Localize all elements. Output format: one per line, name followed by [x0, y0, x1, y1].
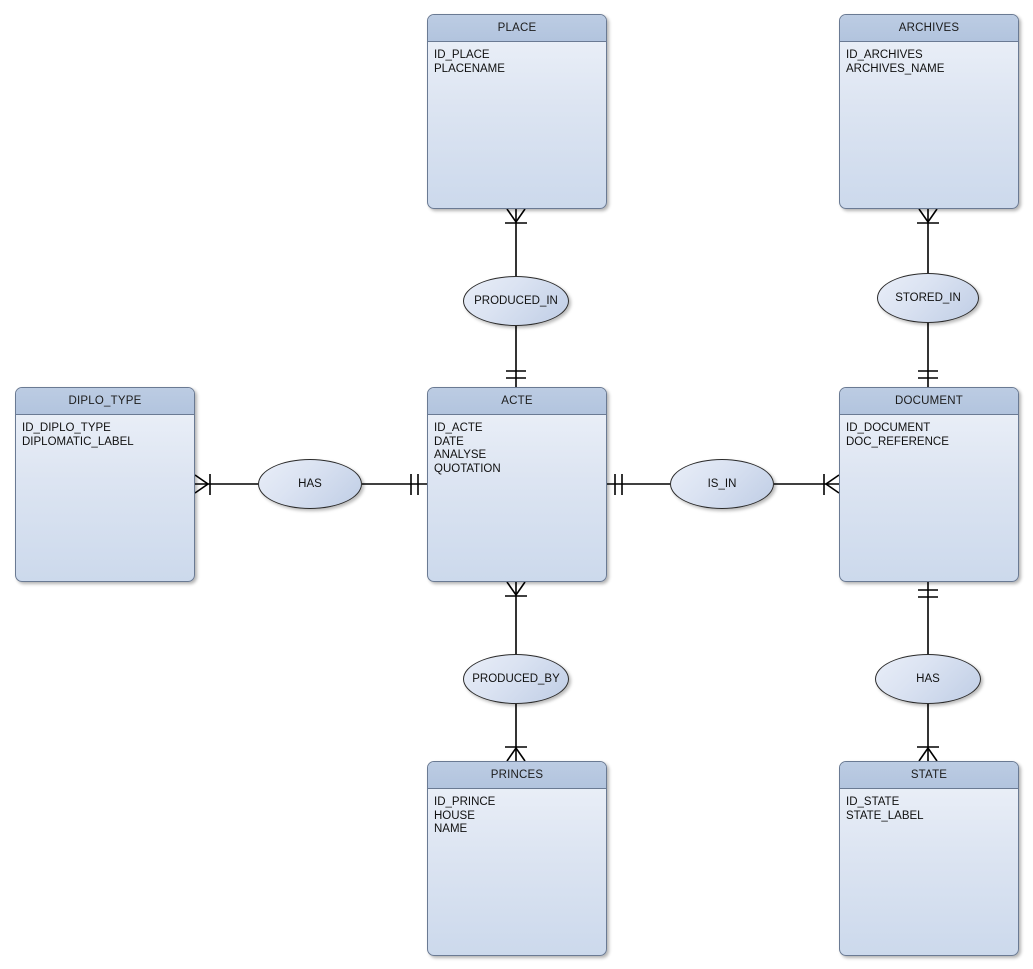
crowsfoot-princes [506, 746, 526, 762]
crowsfoot-archives [918, 208, 938, 224]
entity-attribute: ID_PRINCE [434, 796, 496, 808]
relationship-stored-in[interactable]: STORED_IN [877, 273, 979, 323]
connector-has-acte [362, 474, 427, 495]
connector-is-in-document [774, 474, 840, 495]
relationship-has-state[interactable]: HAS [875, 654, 981, 704]
connector-has-state [917, 704, 939, 762]
connector-place-produced-in [505, 208, 527, 276]
entity-attribute: ID_STATE [846, 796, 900, 808]
entity-title: ACTE [428, 388, 606, 415]
entity-attribute: ID_DOCUMENT [846, 422, 931, 434]
entity-attribute: ANALYSE [434, 449, 487, 462]
crowsfoot-acte-bottom [506, 581, 526, 597]
connector-produced-by-princes [505, 704, 527, 762]
connector-archives-stored-in [917, 208, 939, 273]
relationship-is-in[interactable]: IS_IN [670, 459, 774, 509]
connector-diplo-type-has [194, 474, 258, 495]
entity-attribute: DIPLOMATIC_LABEL [22, 435, 134, 448]
entity-attribute: STATE_LABEL [846, 809, 924, 822]
relationship-has-diplo-type[interactable]: HAS [258, 459, 362, 509]
entity-attribute: PLACENAME [434, 62, 505, 75]
entity-attribute: HOUSE [434, 809, 475, 822]
relationship-produced-by[interactable]: PRODUCED_BY [463, 654, 569, 704]
entity-attribute: ID_PLACE [434, 49, 490, 61]
crowsfoot-document-left [824, 474, 840, 494]
entity-attribute: ID_ACTE [434, 422, 483, 434]
entity-title: DIPLO_TYPE [16, 388, 194, 415]
entity-attribute: NAME [434, 823, 468, 836]
entity-title: PLACE [428, 15, 606, 42]
entity-title: DOCUMENT [840, 388, 1018, 415]
entity-title: STATE [840, 762, 1018, 789]
entity-title: PRINCES [428, 762, 606, 789]
connector-acte-produced-by [505, 581, 527, 654]
connector-acte-is-in [607, 474, 670, 495]
crowsfoot-place [506, 208, 526, 224]
entity-title: ARCHIVES [840, 15, 1018, 42]
crowsfoot-diplo-type [194, 474, 210, 494]
crowsfoot-state [918, 746, 938, 762]
entity-attribute: ID_DIPLO_TYPE [22, 422, 111, 434]
entity-attribute: ARCHIVES_NAME [846, 62, 945, 75]
connector-document-has [918, 582, 938, 654]
connector-produced-in-acte [506, 326, 526, 387]
connector-stored-in-document [918, 323, 938, 387]
entity-attribute: DOC_REFERENCE [846, 435, 949, 448]
relationship-produced-in[interactable]: PRODUCED_IN [463, 276, 569, 326]
entity-attribute: ID_ARCHIVES [846, 49, 923, 61]
entity-attribute: DATE [434, 435, 464, 448]
entity-attribute: QUOTATION [434, 462, 501, 475]
